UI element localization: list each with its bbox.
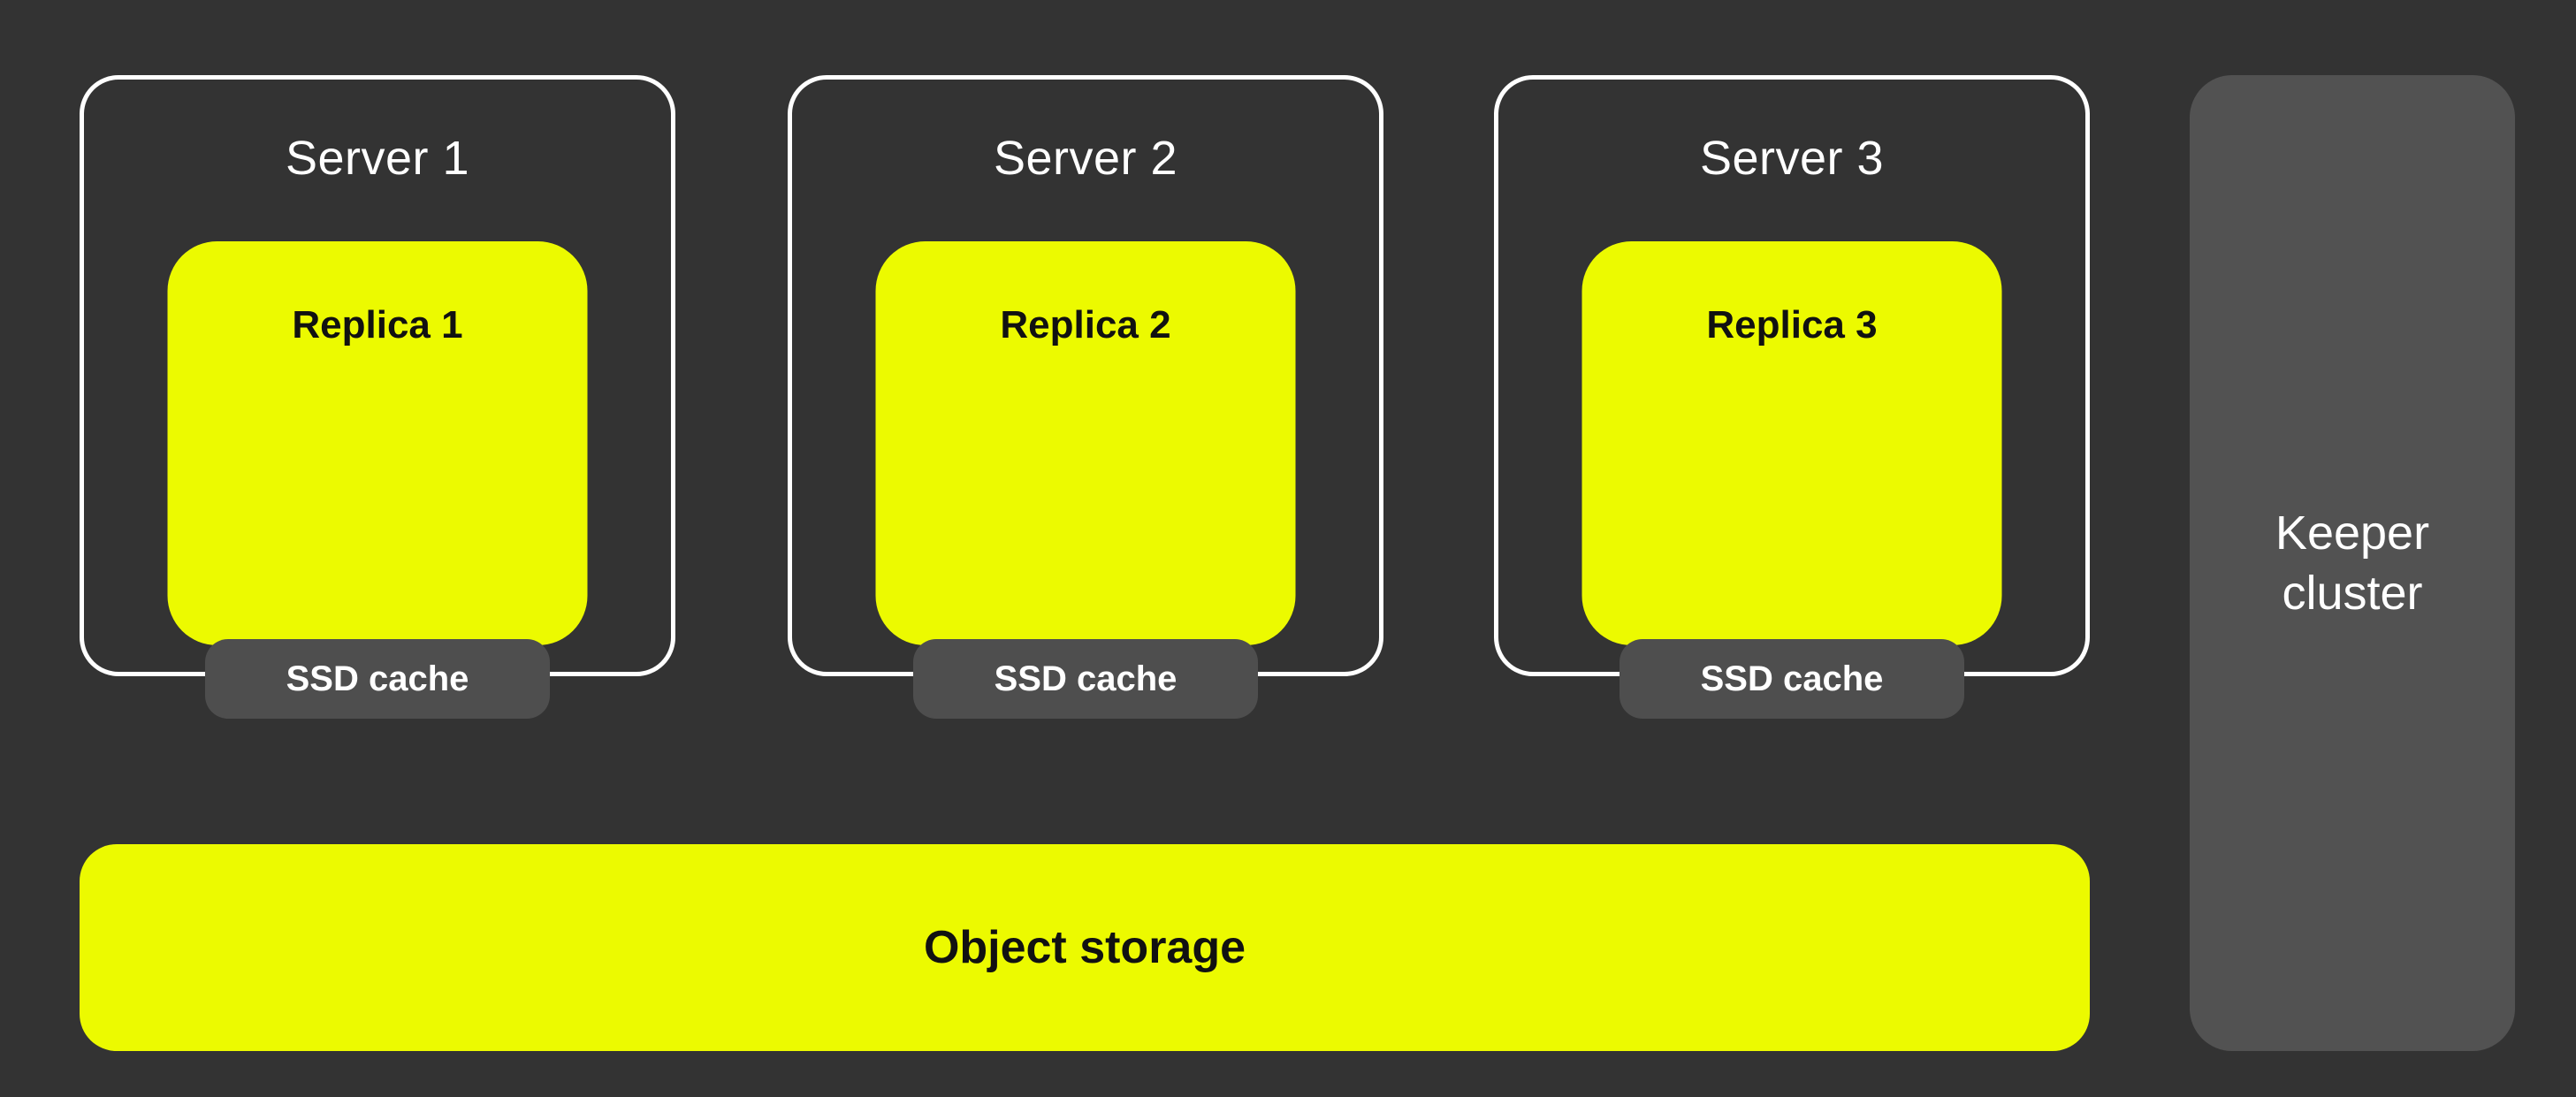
replica-2-box: Replica 2 — [875, 241, 1296, 645]
server-2-label: Server 2 — [993, 132, 1178, 185]
replica-1-box: Replica 1 — [167, 241, 588, 645]
server-3-ssd-cache-label: SSD cache — [1700, 659, 1884, 698]
replica-2-label: Replica 2 — [1000, 303, 1171, 347]
server-3-ssd-cache: SSD cache — [1620, 639, 1964, 719]
server-3-label: Server 3 — [1699, 132, 1885, 185]
server-1-ssd-cache-label: SSD cache — [286, 659, 469, 698]
server-2-ssd-cache: SSD cache — [913, 639, 1258, 719]
server-2-box: Server 2 Replica 2 SSD cache — [788, 75, 1383, 719]
replica-1-label: Replica 1 — [292, 303, 463, 347]
server-1-label: Server 1 — [285, 132, 470, 185]
server-1-box: Server 1 Replica 1 SSD cache — [80, 75, 675, 719]
object-storage-label: Object storage — [923, 922, 1246, 973]
replica-3-label: Replica 3 — [1706, 303, 1878, 347]
keeper-cluster-box: Keeper cluster — [2190, 75, 2515, 1051]
server-2-ssd-cache-label: SSD cache — [994, 659, 1177, 698]
keeper-cluster-label-line2: cluster — [2282, 567, 2423, 620]
server-3-box: Server 3 Replica 3 SSD cache — [1494, 75, 2090, 719]
object-storage-box: Object storage — [80, 844, 2090, 1051]
replica-3-box: Replica 3 — [1581, 241, 2002, 645]
keeper-cluster-label-line1: Keeper — [2275, 507, 2430, 560]
server-1-ssd-cache: SSD cache — [205, 639, 550, 719]
